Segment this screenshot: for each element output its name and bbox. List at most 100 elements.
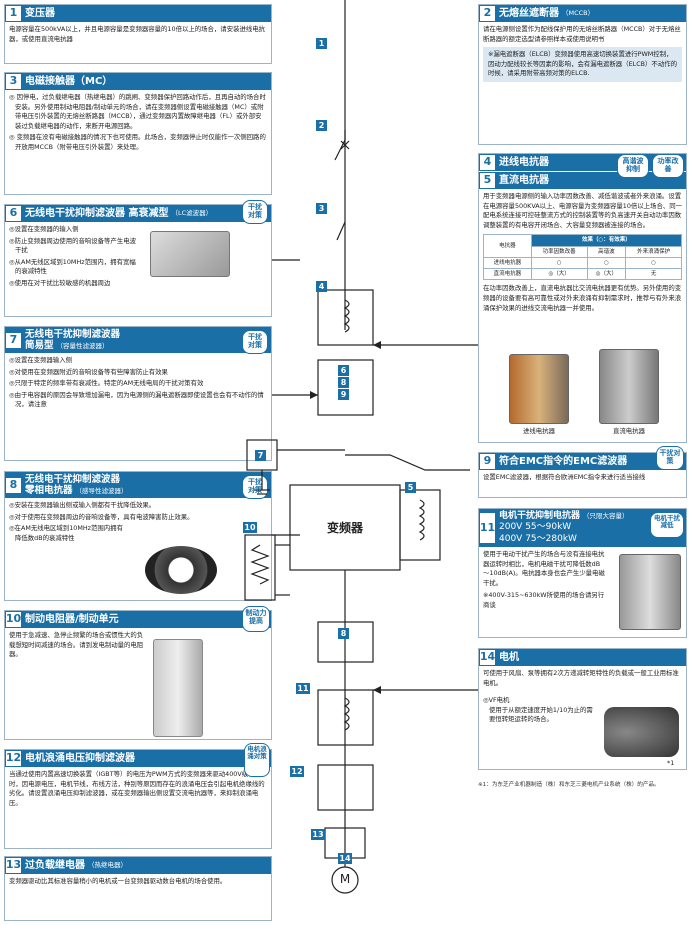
mccb-header: 2 无熔丝遮断器（MCCB）: [479, 5, 686, 22]
table-cell: ○: [586, 256, 627, 270]
list-item: ◎使用在对干扰比较敏感的机器周边: [9, 279, 111, 288]
diagram-label-7: 7: [255, 450, 266, 461]
table-row: 直流电抗器◎（大）◎（大）无: [483, 268, 682, 281]
table-cell: 直流电抗器: [483, 268, 532, 281]
list-item: ◎设置在变频器的输入侧: [9, 225, 79, 233]
section-text: 可使用于风扇、泵等拥有2次方递减转矩特性的负载或一般工业用标准电机。: [483, 669, 679, 687]
section-title-2: 简易型: [25, 340, 54, 351]
dc-reactor-photo: [599, 349, 659, 424]
diagram-label-8: 8: [338, 377, 349, 388]
diagram-label-3: 3: [316, 203, 327, 214]
section-number: 11: [480, 513, 495, 543]
section-subtitle: （感导性滤波器）: [75, 487, 128, 495]
section-text: 电源容量在500kVA以上，并且电源容量是变频器容量的10倍以上的场合，请安装进…: [9, 25, 266, 43]
diagram-label-4: 4: [316, 281, 327, 292]
section-number: 10: [5, 612, 22, 627]
noise-tag: 干扰对策: [242, 200, 268, 224]
section-subtitle: （只限大容量）: [583, 512, 629, 521]
section-number: 4: [480, 155, 495, 170]
section-number: 6: [6, 206, 21, 221]
elcb-note: ※漏电遮断器（ELCB）变频器使用高速切换装置进行PWM控制，因动力配线较长等因…: [483, 47, 682, 83]
table-header: 高谐波: [586, 245, 627, 258]
section-title: 无线电干扰抑制滤波器 高衰减型: [25, 208, 169, 219]
list-item: ◎在AM无线电区域到10MHz范围内拥有降低数dB的衰减特性: [9, 524, 123, 542]
section-title: 变压器: [25, 8, 55, 19]
diagram-label-11: 11: [296, 683, 310, 694]
section-text: 变频器驱动比其标准容量稍小的电机或一台变频器驱动数台电机的场合使用。: [9, 877, 227, 885]
section-title: 无熔丝遮断器: [499, 8, 559, 19]
capacity-400v: 400V 75～280kW: [499, 533, 577, 544]
list-item: ◎安装在变频器输出侧或输入侧都有干扰降低效果。: [9, 501, 156, 509]
section-number: 2: [480, 6, 495, 21]
section-note: ※400V-315~630kW所使用的场合请另行商谈: [483, 591, 605, 610]
list-item: ◎只限于特定的频率带有衰减性。特定的AM无线电局的干扰对策有效: [9, 379, 204, 388]
section-number: 5: [480, 173, 495, 188]
motor-photo: [604, 707, 679, 757]
list-item: ◎防止变频器周边使用的音响设备等产生电波干扰: [9, 236, 136, 255]
diagram-label-1: 1: [316, 38, 327, 49]
motor-reactor-photo: [619, 554, 681, 630]
diagram-label-8b: 8: [338, 628, 349, 639]
section-number: 14: [479, 650, 496, 665]
diagram-label-14: 14: [338, 853, 352, 864]
zero-phase-reactor-photo: [145, 546, 217, 594]
capacity-200v: 200V 55～90kW: [499, 522, 572, 533]
motor-symbol-label: M: [339, 872, 351, 886]
section-title: 进线电抗器: [499, 157, 549, 168]
footnote-mark: *1: [667, 759, 675, 767]
power-factor-tag: 功率改善: [652, 154, 684, 178]
table-cell: 进线电抗器: [483, 256, 532, 270]
diagram-label-5: 5: [405, 482, 416, 493]
ac-reactor-caption: 进线电抗器: [523, 427, 555, 435]
list-item: ◎ 变频器在没有电磁接触器的情况下也可使用。此场合，变频器停止时仅能作一次侧回路…: [9, 133, 266, 152]
table-cell: ◎（大）: [530, 268, 588, 281]
diagram-label-6: 6: [338, 365, 349, 376]
table-cell: ○: [625, 256, 682, 270]
braking-tag: 制动力提高: [242, 606, 270, 632]
list-item: ◎设置在变频器输入侧: [9, 356, 73, 364]
table-header: 功率因数改善: [530, 245, 588, 258]
list-item: ◎ 因停电，过负载继电器（热继电器）的跳闸、变频器保护回路动作后，且再自动的场合…: [9, 93, 266, 130]
lc-filter-photo: [150, 231, 230, 277]
section-title: 无线电干扰抑制滤波器: [25, 473, 121, 485]
section-title: 电磁接触器（MC）: [25, 76, 113, 87]
section-title: 过负载继电器: [25, 860, 85, 871]
section-number: 12: [5, 751, 22, 766]
section-title: 符合EMC指令的EMC滤波器: [499, 456, 628, 467]
list-item: ◎由于电容器的原因会导致增加漏电，因为电源侧的漏电遮断器即使设置也会有不动作的情…: [9, 390, 264, 409]
section-number: 7: [6, 332, 21, 348]
harmonic-tag: 高谐波抑制: [617, 154, 649, 178]
section-subtitle: （MCCB）: [562, 8, 595, 17]
section-title: 电机: [499, 652, 519, 663]
table-header: 外来浪涌保护: [625, 245, 682, 258]
section-text: 当通过使用内置高速切换装置（IGBT等）的电压为PWM方式的变频器来驱动400V…: [9, 770, 265, 807]
section-title: 直流电抗器: [499, 175, 549, 186]
section-title: 电机干扰抑制电抗器: [499, 511, 581, 522]
diagram-label-12: 12: [290, 766, 304, 777]
noise-tag: 干扰对策: [242, 330, 268, 354]
ac-reactor-photo: [509, 354, 569, 424]
section-subtitle: （热继电器）: [88, 860, 127, 869]
noise-tag: 干扰对策: [242, 475, 268, 499]
vf-motor-label: ◎VF电机: [483, 696, 510, 705]
section-text: 在功率因数改善上，直流电抗器比交流电抗器更有优势。另外使用的变频器的设备要有高可…: [483, 284, 682, 312]
braking-unit-photo: [153, 639, 203, 737]
